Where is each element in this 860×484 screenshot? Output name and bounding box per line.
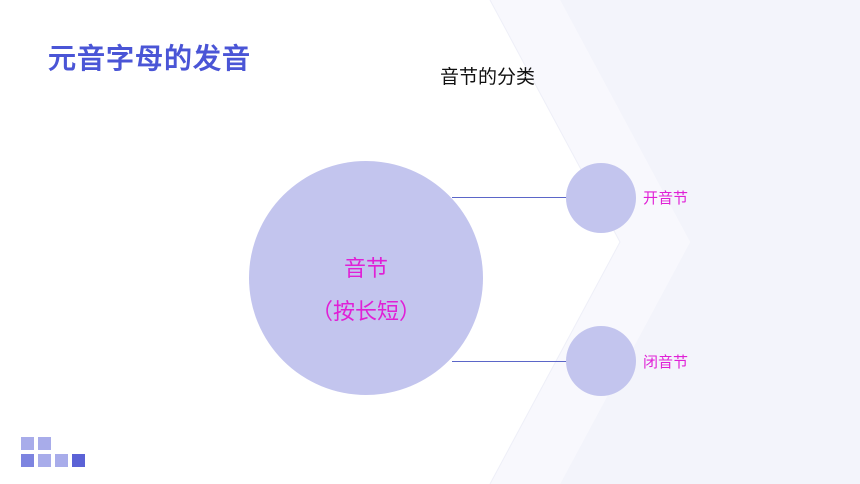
branch-label-closed: 闭音节 (643, 353, 689, 371)
decor-square (72, 454, 85, 467)
decor-square (21, 454, 34, 467)
center-node: 音节 （按长短） (249, 161, 483, 395)
decor-square (38, 437, 51, 450)
connector-line-closed (452, 361, 568, 362)
branch-label-open: 开音节 (643, 189, 689, 207)
diagram-heading: 音节的分类 (440, 66, 536, 88)
decor-square (38, 454, 51, 467)
center-node-sublabel: （按长短） (310, 300, 421, 325)
decor-square (21, 437, 34, 450)
center-node-label: 音节 (343, 257, 388, 282)
branch-node-open (566, 163, 636, 233)
branch-node-closed (566, 326, 636, 396)
page-title: 元音字母的发音 (48, 42, 252, 75)
connector-line-open (452, 197, 568, 198)
decor-square (55, 454, 68, 467)
